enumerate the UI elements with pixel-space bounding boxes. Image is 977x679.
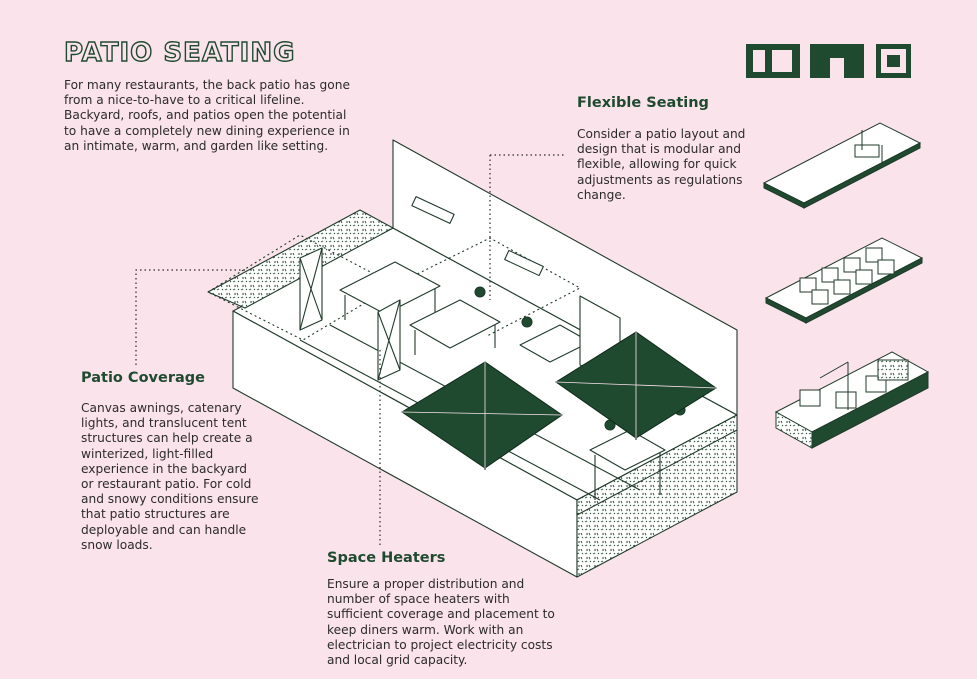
page-title: PATIO SEATING <box>63 37 296 68</box>
flexible-seating-text: Consider a patio layout and design that … <box>577 127 746 202</box>
brand-logo <box>746 44 911 78</box>
space-heaters-heading: Space Heaters <box>327 550 446 566</box>
patio-coverage-text: Canvas awnings, catenary lights, and tra… <box>81 401 259 552</box>
patio-coverage-heading: Patio Coverage <box>81 370 205 386</box>
intro-paragraph: For many restaurants, the back patio has… <box>64 78 350 153</box>
space-heaters-text: Ensure a proper distribution and number … <box>327 577 555 668</box>
flexible-seating-heading: Flexible Seating <box>577 95 709 111</box>
